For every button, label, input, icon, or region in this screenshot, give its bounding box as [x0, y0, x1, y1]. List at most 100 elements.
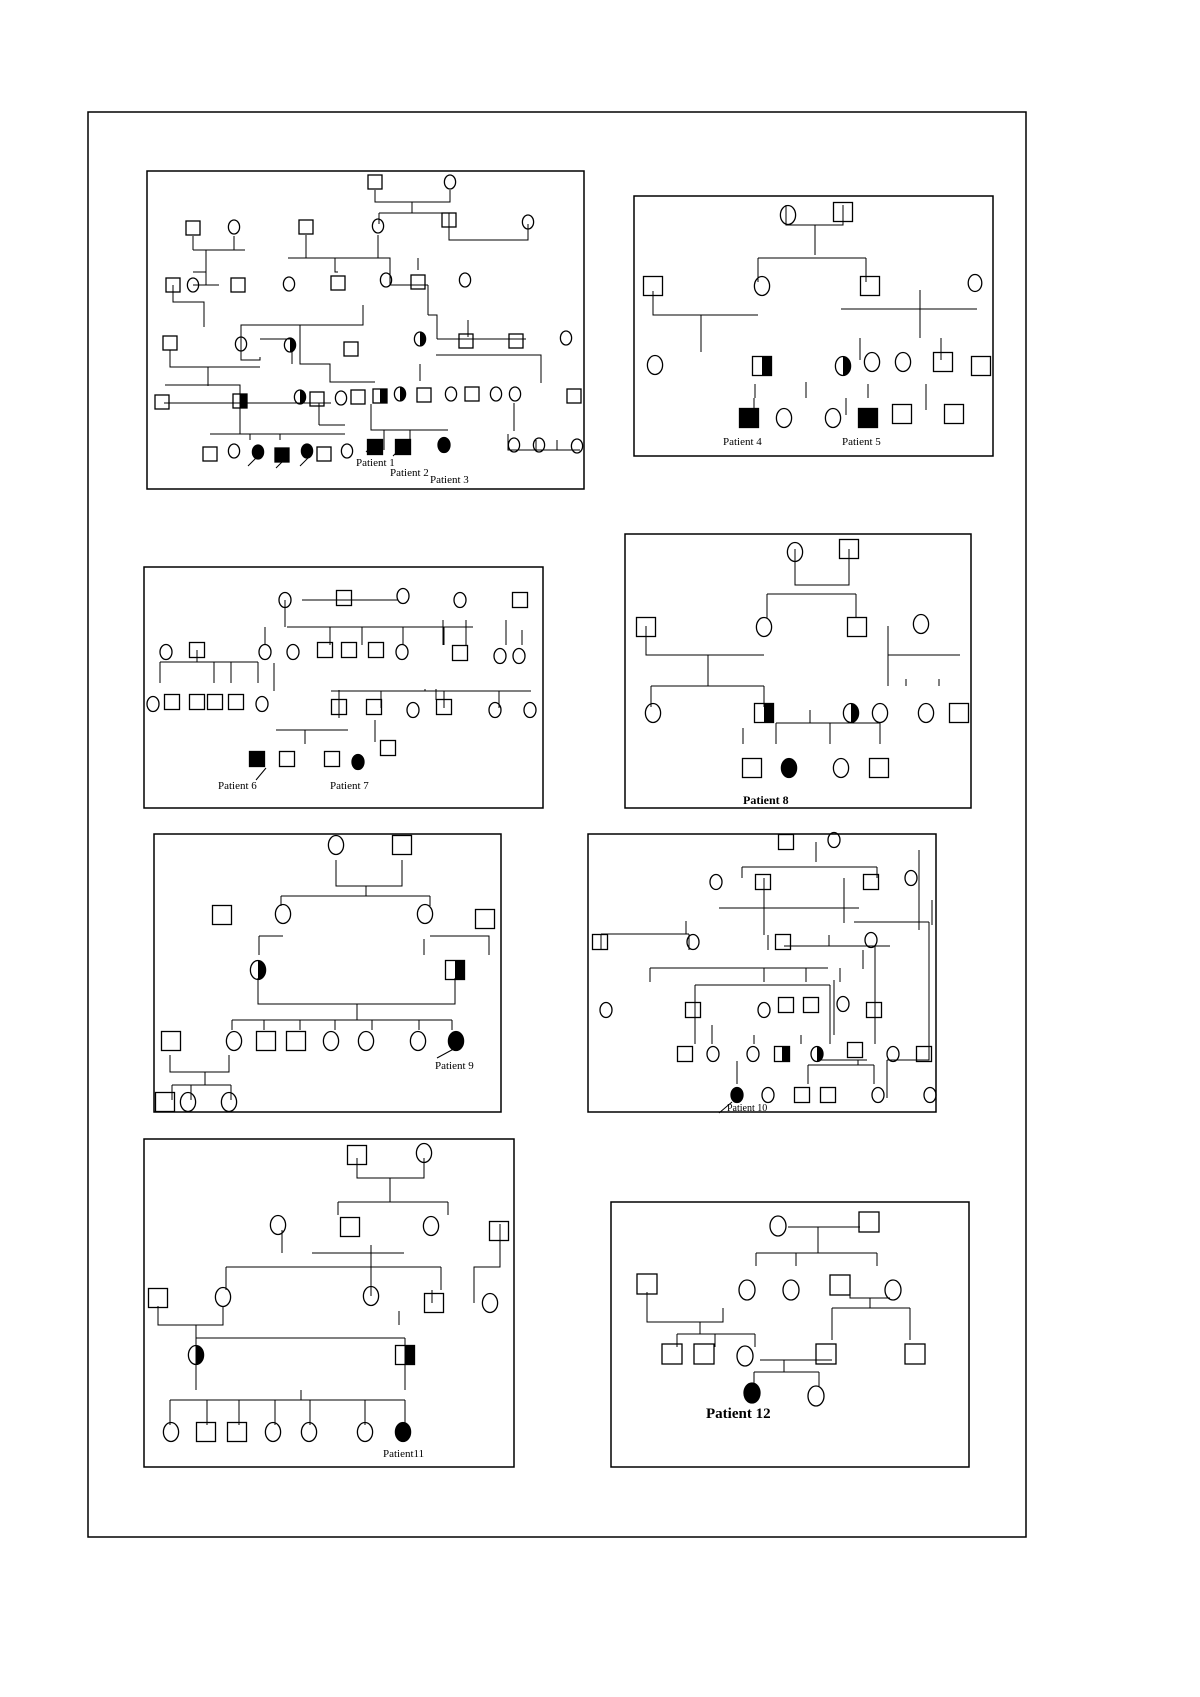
female-circle [746, 1045, 760, 1063]
female-circle [225, 1030, 243, 1052]
male-square [464, 386, 480, 402]
carrier-half [817, 1046, 823, 1062]
female-circle [523, 701, 537, 719]
female-circle [884, 1279, 902, 1301]
label-patient-12: Patient 12 [706, 1406, 771, 1422]
female-circle [917, 702, 935, 724]
circle-outline [827, 831, 841, 849]
circle-outline [686, 933, 700, 951]
circle-outline [225, 1030, 243, 1052]
male-square [774, 933, 792, 951]
carrier-half [843, 356, 851, 376]
male-square [410, 274, 426, 290]
female-circle [599, 1001, 613, 1019]
female-circle-carrier [393, 386, 407, 402]
square-outline [230, 277, 246, 293]
circle-outline [443, 174, 457, 190]
circle-outline [251, 444, 265, 460]
square-outline [802, 996, 820, 1014]
circle-outline [278, 591, 292, 609]
square-outline [819, 1086, 837, 1104]
circle-outline [769, 1215, 787, 1237]
female-circle [264, 1421, 282, 1443]
square-outline [154, 1091, 176, 1113]
square-outline [255, 1030, 277, 1052]
female-circle [753, 275, 771, 297]
circle-outline [255, 695, 269, 713]
female-circle [458, 272, 472, 288]
square-outline [693, 1343, 715, 1365]
male-square [323, 750, 341, 768]
circle-outline [300, 1421, 318, 1443]
square-outline [343, 341, 359, 357]
female-circle [570, 438, 584, 454]
male-square [416, 387, 432, 403]
circle-outline [807, 1385, 825, 1407]
female-circle [371, 218, 385, 234]
circle-outline [743, 1382, 761, 1404]
female-circle [886, 1045, 900, 1063]
male-square [278, 750, 296, 768]
female-circle [162, 1421, 180, 1443]
circle-outline [780, 757, 798, 779]
square-outline [488, 1220, 510, 1242]
male-square-carrier [394, 1344, 416, 1366]
circle-outline [416, 903, 434, 925]
circle-outline [362, 1285, 380, 1307]
male-square [868, 757, 890, 779]
male-square-affected [248, 750, 266, 768]
female-circle [757, 1001, 771, 1019]
male-square [255, 1030, 277, 1052]
male-square [330, 275, 346, 291]
circle-outline [871, 1086, 885, 1104]
square-outline [232, 393, 248, 409]
female-circle [559, 330, 573, 346]
circle-outline [523, 701, 537, 719]
female-circle [234, 336, 248, 352]
male-square [451, 644, 469, 662]
square-outline [474, 908, 496, 930]
circle-outline [393, 386, 407, 402]
female-circle [871, 702, 889, 724]
female-circle-carrier [283, 337, 297, 353]
female-circle [493, 647, 507, 665]
female-circle [409, 1030, 427, 1052]
male-square-carrier [753, 702, 775, 724]
female-circle [512, 647, 526, 665]
male-square [316, 641, 334, 659]
label-patient-9: Patient 9 [435, 1060, 474, 1072]
label-patient-4: Patient 4 [723, 436, 762, 448]
male-square [474, 908, 496, 930]
female-circle-affected [437, 436, 451, 454]
female-circle [863, 351, 881, 373]
square-outline [394, 1344, 416, 1366]
square-outline [298, 219, 314, 235]
female-circle [269, 1214, 287, 1236]
female-circle [507, 437, 521, 453]
male-square-affected [394, 438, 412, 456]
female-circle-affected [394, 1421, 412, 1443]
carrier-half [762, 356, 772, 376]
square-outline [367, 174, 383, 190]
male-square [846, 1041, 864, 1059]
square-outline [226, 1421, 248, 1443]
square-outline [508, 333, 524, 349]
square-outline [211, 904, 233, 926]
square-outline [379, 739, 397, 757]
female-circle [255, 695, 269, 713]
label-patient-8: Patient 8 [743, 793, 789, 807]
female-circle [179, 1091, 197, 1113]
female-circle [706, 1045, 720, 1063]
female-circle-carrier [413, 331, 427, 347]
circle-outline [481, 1292, 499, 1314]
female-circle [282, 276, 296, 292]
male-square [819, 1086, 837, 1104]
proband-arrow [275, 455, 289, 469]
label-patient-11: Patient11 [383, 1448, 424, 1460]
circle-outline [570, 438, 584, 454]
square-outline [846, 616, 868, 638]
male-square [154, 394, 170, 410]
female-circle [214, 1286, 232, 1308]
square-outline [188, 641, 206, 659]
square-outline [741, 757, 763, 779]
